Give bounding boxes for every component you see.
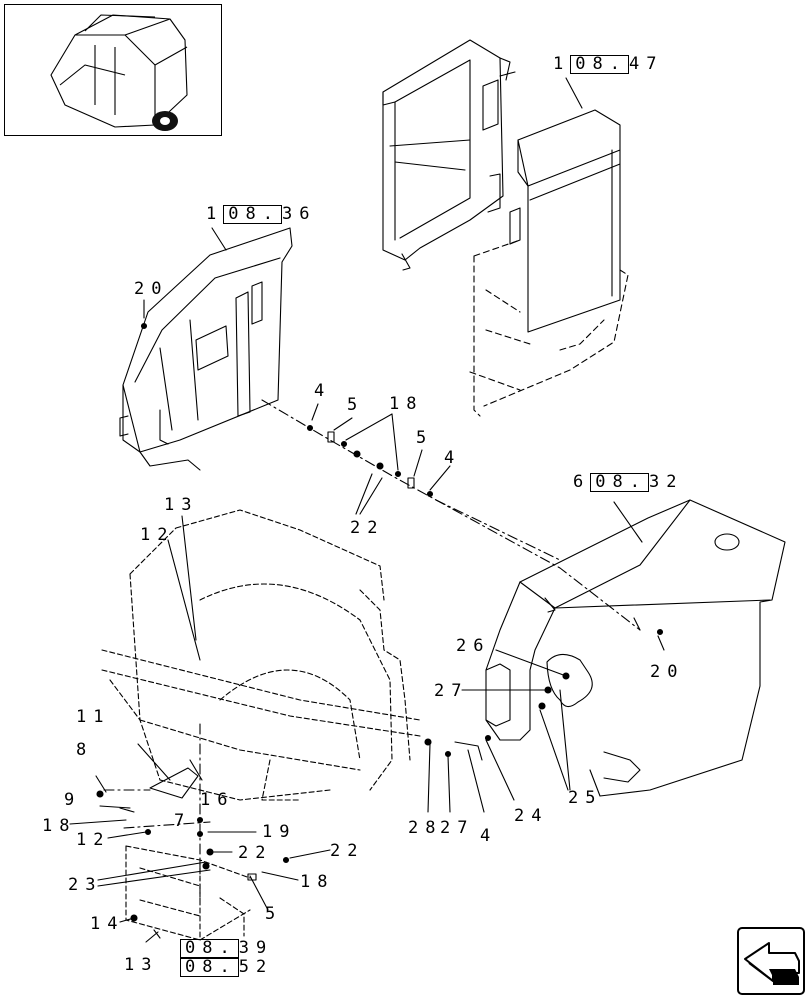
alignment-lines — [103, 399, 641, 901]
callout-18: 18 — [389, 394, 424, 414]
ref-lead: 6 — [573, 472, 591, 492]
ref-box: 08. — [570, 55, 629, 74]
callout-19: 19 — [262, 822, 297, 842]
callout-13: 13 — [164, 495, 199, 515]
callout-22: 22 — [238, 843, 273, 863]
previous-page-button[interactable] — [737, 927, 805, 995]
baler-overview-thumbnail — [4, 4, 222, 136]
callout-16: 16 — [200, 790, 235, 810]
callout-23: 23 — [68, 875, 103, 895]
callout-4: 4 — [314, 381, 332, 401]
hardware-parts — [96, 322, 664, 922]
right-side-shield — [485, 499, 786, 797]
ref-bottom-2[interactable]: 08.52 — [180, 958, 273, 977]
ref-tail: 32 — [648, 472, 684, 492]
callout-5: 5 — [265, 904, 283, 924]
ref-box: 08. — [180, 939, 239, 958]
baler-frame-ghost — [101, 509, 421, 801]
leader-lines — [69, 71, 665, 943]
ref-lead: 1 — [553, 54, 571, 74]
callout-26: 26 — [456, 636, 491, 656]
callout-12: 12 — [76, 830, 111, 850]
callout-12: 12 — [140, 525, 175, 545]
previous-page-arrow-icon — [744, 942, 800, 985]
callout-5: 5 — [347, 395, 365, 415]
callout-5: 5 — [416, 428, 434, 448]
callout-4: 4 — [444, 448, 462, 468]
ref-bottom-1[interactable]: 08.39 — [180, 939, 273, 958]
callout-20: 20 — [134, 279, 169, 299]
lower-frame-ghost — [125, 845, 251, 941]
ghost-frame-upper — [469, 239, 629, 417]
callout-22: 22 — [330, 841, 365, 861]
callout-25: 25 — [568, 788, 603, 808]
ref-tail: 39 — [238, 938, 274, 958]
callout-14: 14 — [90, 914, 125, 934]
left-side-shield — [119, 227, 293, 471]
callout-13: 13 — [124, 955, 159, 975]
callout-18: 18 — [42, 816, 77, 836]
callout-22: 22 — [350, 518, 385, 538]
callout-11: 11 — [76, 707, 111, 727]
ref-box: 08. — [223, 205, 282, 224]
ref-box: 08. — [590, 473, 649, 492]
ref-lead: 1 — [206, 204, 224, 224]
callout-28: 28 — [408, 818, 443, 838]
ref-tail: 47 — [628, 54, 664, 74]
callout-4: 4 — [480, 826, 498, 846]
callout-18: 18 — [300, 872, 335, 892]
ref-tail: 36 — [281, 204, 317, 224]
callout-27: 27 — [440, 818, 475, 838]
bracket-part-11 — [149, 767, 199, 799]
callout-8: 8 — [76, 740, 94, 760]
upper-rear-panel — [509, 109, 621, 333]
bolts-and-pins — [119, 431, 641, 939]
callout-24: 24 — [514, 806, 549, 826]
callout-20: 20 — [650, 662, 685, 682]
callout-9: 9 — [64, 790, 82, 810]
ref-tail: 52 — [238, 957, 274, 977]
callout-7: 7 — [174, 811, 192, 831]
upper-side-panel — [382, 39, 511, 271]
ref-box: 08. — [180, 958, 239, 977]
callout-27: 27 — [434, 681, 469, 701]
baler-overview-icon — [50, 14, 188, 131]
